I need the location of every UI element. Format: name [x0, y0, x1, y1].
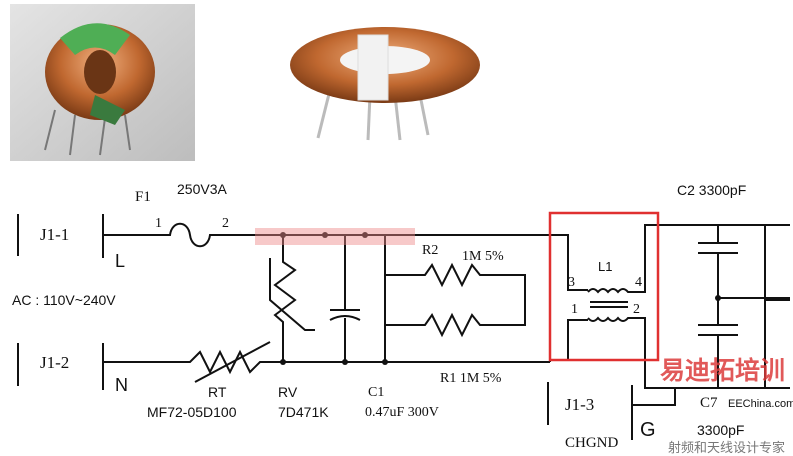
label-c1-value: 0.47uF 300V — [365, 405, 439, 420]
photo-toroid-choke-green — [10, 4, 195, 161]
label-r2-value: 1M 5% — [462, 249, 504, 264]
label-c7-value: 3300pF — [697, 422, 745, 438]
capacitor-c1 — [329, 235, 361, 362]
line-wire-with-fuse — [103, 222, 550, 248]
label-j1-2: J1-2 — [40, 353, 70, 372]
varistor-rv — [273, 235, 297, 362]
label-r1: R1 1M 5% — [440, 371, 502, 386]
label-l1-pin1: 1 — [571, 302, 578, 317]
label-g: G — [640, 419, 656, 441]
label-rv-value: 7D471K — [278, 404, 329, 420]
label-ac-input: AC : 110V~240V — [12, 292, 116, 308]
label-l1-pin4: 4 — [635, 275, 642, 290]
choke-highlight-box — [548, 211, 660, 362]
choke-winding-top — [550, 224, 665, 294]
label-fuse-value: 250V3A — [177, 181, 227, 197]
capacitors-c2-c7 — [660, 224, 790, 389]
watermark-site: EEChina.com — [728, 398, 793, 410]
label-f1: F1 — [135, 189, 151, 205]
label-l1: L1 — [598, 259, 613, 274]
label-rt: RT — [208, 384, 227, 400]
label-rt-value: MF72-05D100 — [147, 404, 237, 420]
label-r2: R2 — [422, 243, 439, 258]
label-l: L — [115, 251, 126, 271]
label-c7: C7 — [700, 395, 718, 411]
label-j1-3: J1-3 — [565, 395, 595, 414]
label-c1: C1 — [368, 385, 385, 400]
resistors-r1-r2 — [384, 235, 526, 362]
label-j1-1: J1-1 — [40, 225, 70, 244]
choke-winding-bottom — [549, 316, 665, 389]
label-fuse-pin2: 2 — [222, 216, 229, 231]
label-fuse-pin1: 1 — [155, 216, 162, 231]
photo-toroid-choke-white — [290, 27, 480, 141]
label-n: N — [115, 375, 128, 395]
label-rv: RV — [278, 384, 298, 400]
label-l1-pin2: 2 — [633, 302, 640, 317]
label-l1-pin3: 3 — [568, 275, 575, 290]
label-chgnd: CHGND — [565, 435, 619, 451]
watermark-slogan: 射频和天线设计专家 — [668, 440, 786, 455]
label-c2: C2 3300pF — [677, 182, 747, 198]
watermark-brand: 易迪拓培训 — [660, 357, 786, 385]
watermark-band — [255, 228, 415, 245]
neutral-wire-with-thermistor — [103, 349, 550, 375]
